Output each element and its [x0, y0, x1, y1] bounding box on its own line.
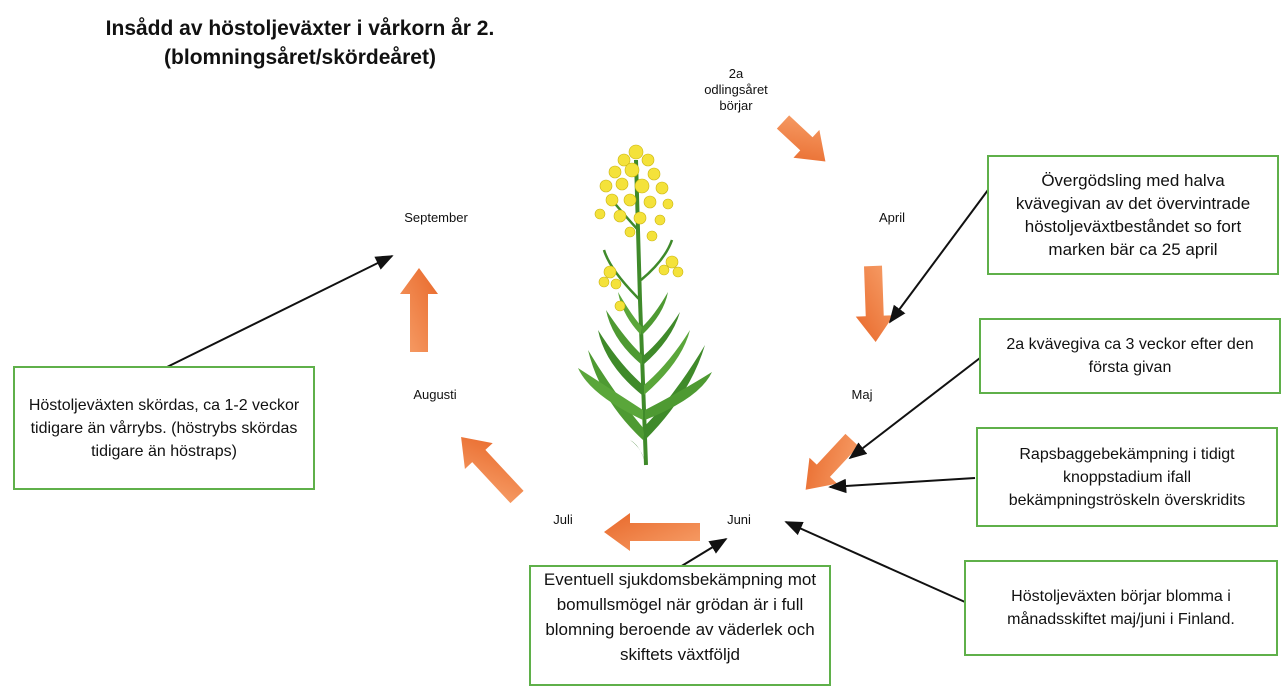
label-augusti: Augusti — [413, 387, 457, 402]
callout-arrow-andra-kvavegiva — [848, 357, 981, 460]
cycle-arrow-augusti-september — [400, 268, 438, 352]
callout-arrow-overgodsling — [888, 189, 989, 324]
note-skord: Höstoljeväxten skördas, ca 1-2 veckor ti… — [13, 366, 315, 490]
title-line-1: Insådd av höstoljeväxter i vårkorn år 2. — [105, 17, 495, 40]
note-andra-kvavegiva: 2a kvävegiva ca 3 veckor efter den först… — [979, 318, 1281, 394]
note-overgodsling: Övergödsling med halva kvävegivan av det… — [987, 155, 1279, 275]
label-juni: Juni — [727, 512, 751, 527]
label-maj: Maj — [851, 387, 873, 402]
label-september: September — [404, 210, 468, 225]
note-overgodsling-text: Övergödsling med halva kvävegivan av det… — [1015, 171, 1251, 259]
callout-arrow-sjukdom — [679, 538, 728, 568]
note-sjukdom: Eventuell sjukdomsbekämpning mot bomulls… — [529, 565, 831, 686]
callout-arrow-rapsbagge — [828, 477, 976, 494]
cycle-arrow-april-maj — [855, 265, 894, 342]
cycle-arrow-juni-juli — [604, 513, 700, 551]
note-blomning: Höstoljeväxten börjar blomma i månadsski… — [964, 560, 1278, 656]
label-juli: Juli — [553, 512, 573, 527]
cycle-arrow-juli-augusti — [461, 437, 524, 504]
note-rapsbagge: Rapsbaggebekämpning i tidigt knoppstadiu… — [976, 427, 1278, 527]
label-start-line-2: odlingsåret — [704, 82, 768, 97]
label-april: April — [878, 210, 905, 225]
label-start-line-3: börjar — [719, 98, 753, 113]
label-start-year: 2a odlingsåret börjar — [686, 66, 786, 114]
note-andra-kvavegiva-text: 2a kvävegiva ca 3 veckor efter den först… — [1006, 336, 1254, 376]
note-skord-text: Höstoljeväxten skördas, ca 1-2 veckor ti… — [28, 396, 300, 460]
note-rapsbagge-text: Rapsbaggebekämpning i tidigt knoppstadiu… — [1008, 445, 1246, 509]
note-blomning-text: Höstoljeväxten börjar blomma i månadsski… — [1007, 588, 1235, 628]
diagram-title: Insådd av höstoljeväxter i vårkorn år 2.… — [40, 14, 560, 72]
cycle-arrow-start-april — [776, 115, 826, 162]
callout-arrow-blomning — [784, 521, 966, 603]
callout-arrow-skord — [164, 255, 394, 369]
title-line-2: (blomningsåret/skördeåret) — [164, 46, 436, 69]
cycle-arrow-maj-juni — [805, 433, 859, 490]
rapeseed-plant-icon — [578, 144, 712, 466]
note-sjukdom-text: Eventuell sjukdomsbekämpning mot bomulls… — [543, 570, 817, 664]
label-start-line-1: 2a — [728, 66, 744, 81]
